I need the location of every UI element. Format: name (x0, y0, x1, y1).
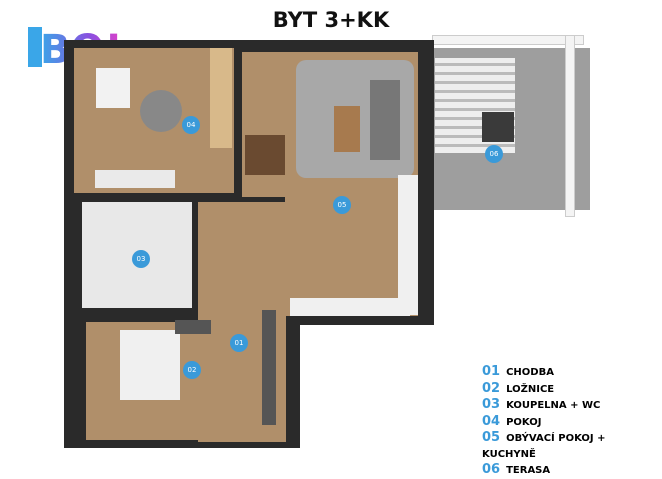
room-marker-03: 03 (132, 250, 150, 268)
room-marker-02: 02 (183, 361, 201, 379)
legend-num: 06 (482, 462, 501, 477)
room-marker-04: 04 (182, 116, 200, 134)
legend: 01 CHODBA 02 LOŽNICE 03 KOUPELNA + WC 04 POK… (482, 364, 662, 479)
legend-label: POKOJ (506, 416, 542, 428)
legend-num: 03 (482, 397, 501, 412)
legend-label: TERASA (506, 465, 551, 476)
legend-num: 01 (482, 364, 501, 379)
legend-label: OBÝVACÍ POKOJ + KUCHYNĚ (482, 433, 606, 460)
floor-plan (64, 35, 590, 448)
legend-item: 03 KOUPELNA + WC (482, 397, 662, 414)
legend-item: 06 TERASA (482, 462, 662, 479)
room-marker-01: 01 (230, 334, 248, 352)
legend-num: 02 (482, 380, 501, 396)
legend-label: LOŽNICE (506, 383, 555, 395)
page-title: BYT 3+KK (272, 8, 390, 32)
legend-item: 04 POKOJ (482, 414, 662, 431)
legend-label: KOUPELNA + WC (506, 400, 601, 411)
room-marker-06: 06 (485, 145, 503, 163)
room-marker-05: 05 (333, 196, 351, 214)
legend-item: 02 LOŽNICE (482, 381, 662, 398)
legend-item: 01 CHODBA (482, 364, 662, 381)
legend-num: 05 (482, 430, 501, 445)
legend-num: 04 (482, 413, 501, 429)
legend-label: CHODBA (506, 367, 554, 378)
